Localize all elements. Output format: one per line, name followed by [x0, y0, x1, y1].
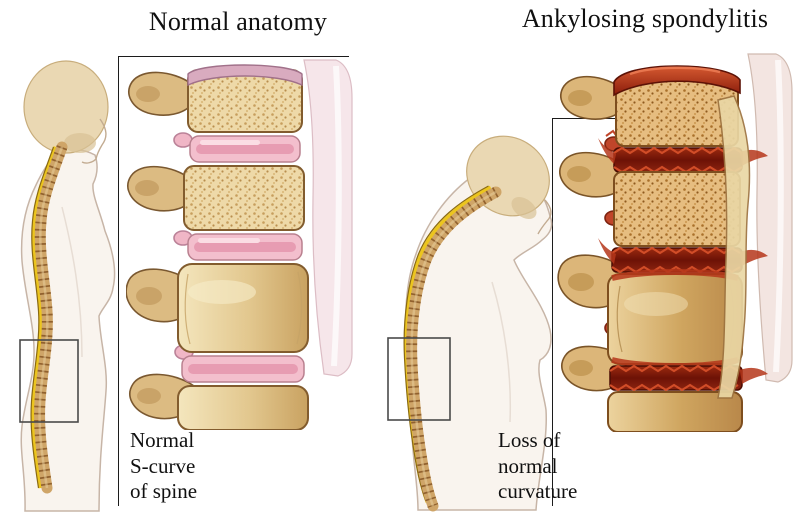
normal-posture-figure [19, 60, 116, 512]
anterior-ligament [747, 53, 793, 383]
lumbar-zoom-box-right [387, 337, 451, 421]
caption-normal: Normal S-curve of spine [130, 428, 198, 504]
skull [23, 60, 109, 164]
disc-3 [181, 355, 305, 383]
fused-disc-3 [608, 364, 768, 392]
vertebral-bodies [177, 64, 309, 430]
disc-2 [187, 233, 303, 261]
panel-title-normal: Normal anatomy [148, 7, 328, 36]
caption-ankylosing: Loss of normal curvature [498, 428, 578, 504]
disc-1 [189, 135, 301, 163]
callout-frame-left [118, 56, 349, 506]
bridging-ossification [717, 95, 751, 399]
anterior-ligament [303, 59, 353, 377]
stooped-posture-figure [387, 135, 553, 512]
normal-vertebrae-detail [126, 59, 353, 430]
fused-vertebrae-detail [557, 53, 793, 432]
panel-title-ankylosing: Ankylosing spondylitis [521, 4, 769, 33]
body-silhouette [404, 165, 553, 511]
lumbar-zoom-box-left [19, 339, 79, 423]
vertebral-bodies [598, 65, 768, 432]
posterior-processes [126, 71, 195, 420]
